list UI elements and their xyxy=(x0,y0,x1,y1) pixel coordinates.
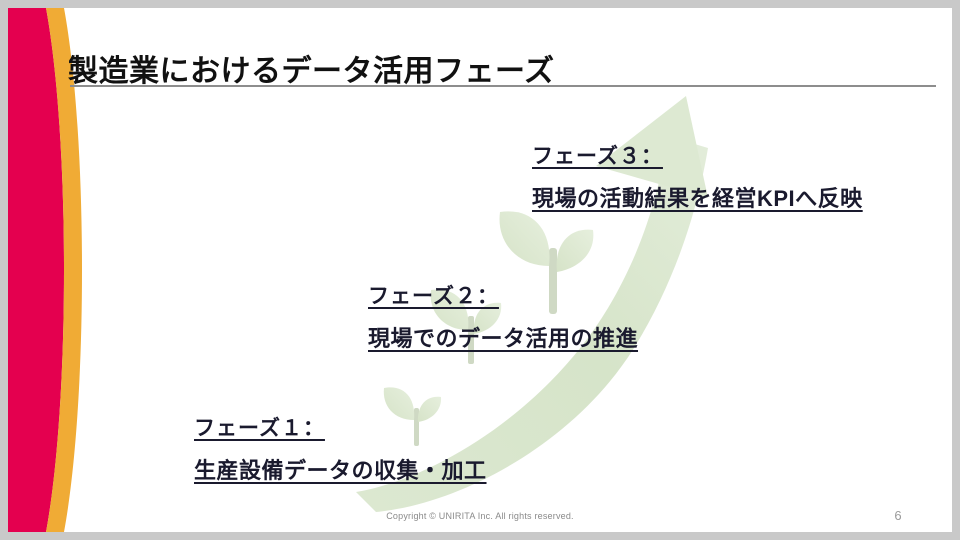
phase-2-body: 現場でのデータ活用の推進 xyxy=(368,326,639,351)
phase-1-body: 生産設備データの収集・加工 xyxy=(194,458,487,483)
phase-3-heading: フェーズ３： xyxy=(532,145,663,168)
phase-1-block: フェーズ１： 生産設備データの収集・加工 xyxy=(194,412,487,485)
title-rule xyxy=(70,85,936,87)
slide-canvas: 製造業におけるデータ活用フェーズ xyxy=(8,8,952,532)
phase-2-block: フェーズ２： 現場でのデータ活用の推進 xyxy=(368,280,638,353)
page-title: 製造業におけるデータ活用フェーズ xyxy=(68,55,555,88)
phase-1-heading: フェーズ１： xyxy=(194,417,325,440)
phase-2-heading: フェーズ２： xyxy=(368,285,499,308)
phase-3-block: フェーズ３： 現場の活動結果を経営KPIへ反映 xyxy=(532,140,863,213)
footer-copyright: Copyright © UNIRITA Inc. All rights rese… xyxy=(386,511,574,521)
phase-3-body: 現場の活動結果を経営KPIへ反映 xyxy=(532,186,863,211)
page-number: 6 xyxy=(894,508,902,523)
